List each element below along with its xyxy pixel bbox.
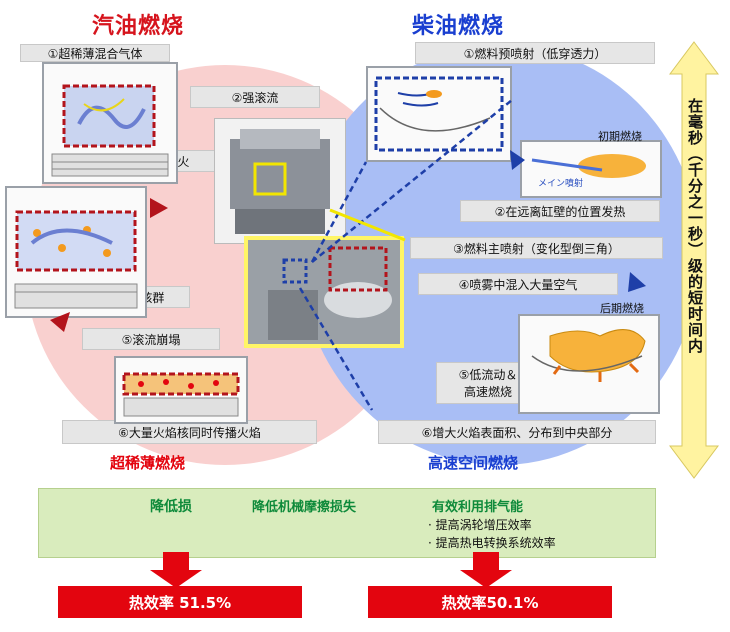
diesel-step-3: ③燃料主喷射（变化型倒三角） xyxy=(410,237,663,259)
diesel-step-1: ①燃料预喷射（低穿透力） xyxy=(415,42,655,64)
late-combustion-label: 后期燃烧 xyxy=(600,302,644,315)
diesel-efficiency: 热效率50.1% xyxy=(368,586,612,618)
diesel-title: 柴油燃烧 xyxy=(412,14,505,39)
gasoline-step-2: ②强滚流 xyxy=(190,86,320,108)
diesel-cylinder-2 xyxy=(520,140,662,198)
diesel-step-6: ⑥增大火焰表面积、分布到中央部分 xyxy=(378,420,656,444)
diesel-subtitle: 高速空间燃烧 xyxy=(428,454,519,472)
diesel-step-5-line1: ⑤低流动＆ xyxy=(458,368,518,382)
gasoline-cylinder-1 xyxy=(42,62,178,184)
benefit-exhaust-item-1: · 提高涡轮增压效率 xyxy=(428,518,532,532)
gasoline-efficiency: 热效率 51.5% xyxy=(58,586,302,618)
cylinder-closeup xyxy=(244,236,404,348)
benefit-exhaust-item-2: · 提高热电转换系统效率 xyxy=(428,536,556,550)
diesel-cylinder-3 xyxy=(518,314,660,414)
gasoline-step-6: ⑥大量火焰核同时传播火焰 xyxy=(62,420,317,444)
time-arrow xyxy=(669,41,719,479)
gasoline-subtitle: 超稀薄燃烧 xyxy=(110,454,186,472)
gasoline-step-1: ①超稀薄混合气体 xyxy=(20,44,170,62)
early-combustion-label: 初期燃烧 xyxy=(598,130,642,143)
main-injection-label: メイン噴射 xyxy=(538,179,584,189)
diesel-step-4: ④喷雾中混入大量空气 xyxy=(418,273,618,295)
benefit-friction: 降低机械摩擦损失 xyxy=(252,500,357,515)
engine-image xyxy=(214,118,346,244)
time-note: 在毫秒（千分之一秒）级的短时间内 xyxy=(686,98,704,354)
diesel-step-2: ②在远离缸壁的位置发热 xyxy=(460,200,660,222)
benefit-exhaust: 有效利用排气能 xyxy=(432,500,524,515)
gasoline-cylinder-2 xyxy=(5,186,147,318)
diesel-cylinder-1 xyxy=(366,66,512,162)
benefit-loss: 降低损 xyxy=(150,499,192,515)
diesel-step-5-line2: 高速燃烧 xyxy=(463,385,512,399)
benefits-box xyxy=(38,488,656,558)
gasoline-cylinder-3 xyxy=(114,356,248,424)
gasoline-title: 汽油燃烧 xyxy=(92,14,185,39)
gasoline-step-5: ⑤滚流崩塌 xyxy=(82,328,220,350)
